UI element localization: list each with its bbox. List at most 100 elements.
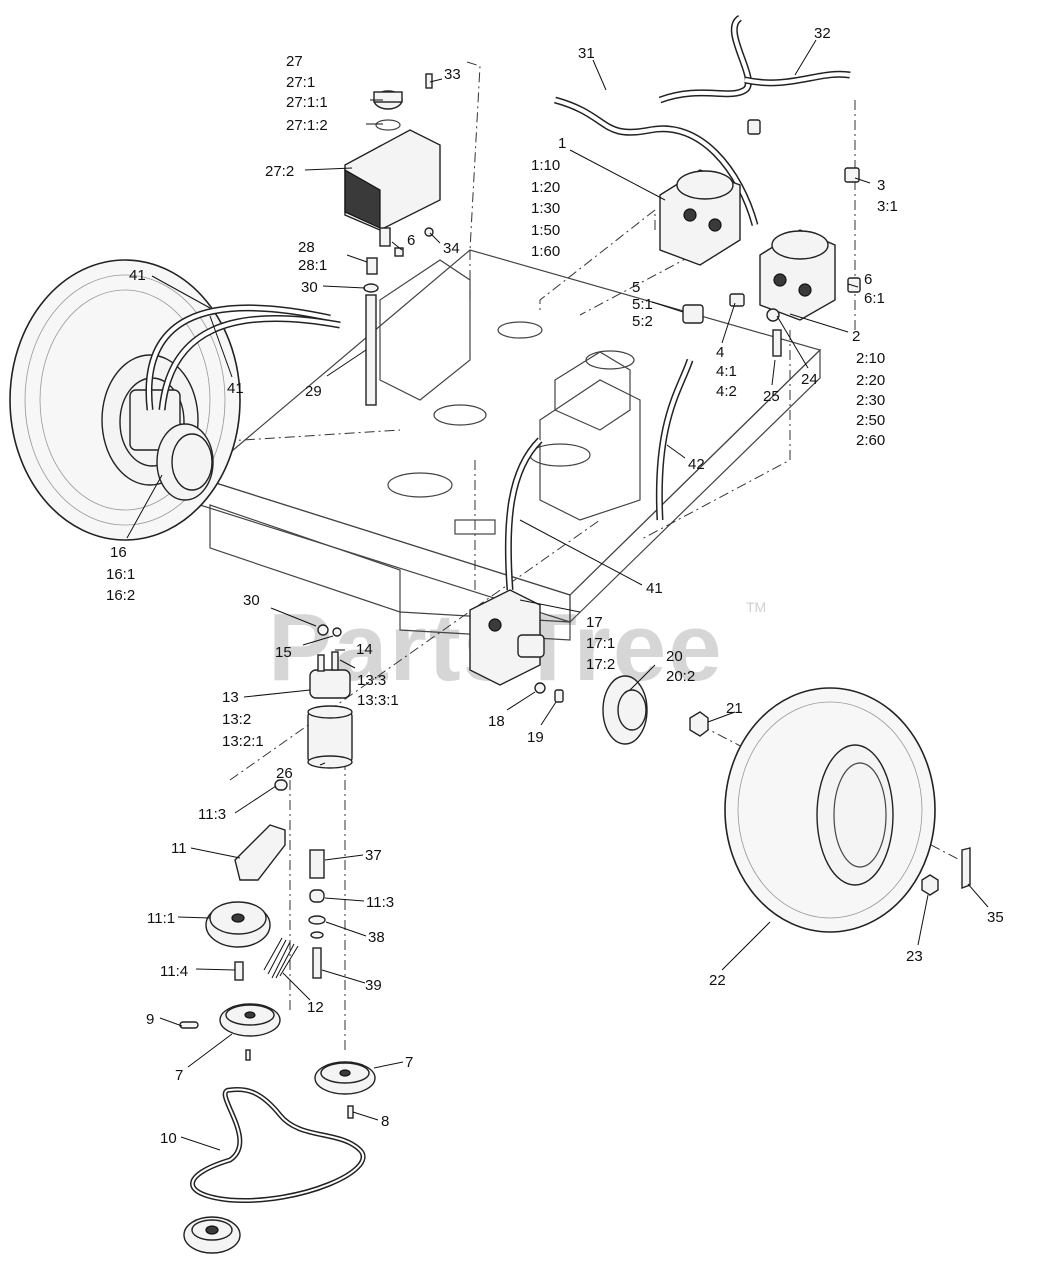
callout-1-60: 1:60 bbox=[531, 243, 560, 260]
callout-27-1: 27:1 bbox=[286, 74, 315, 91]
callout-1: 1 bbox=[558, 135, 566, 152]
callout-5-2: 5:2 bbox=[632, 313, 653, 330]
leader-lines bbox=[126, 39, 989, 1151]
filter-assembly-13 bbox=[309, 624, 351, 699]
bottom-pulley bbox=[183, 1216, 241, 1254]
callout-17-1: 17:1 bbox=[586, 635, 615, 652]
callout-labels: 27 27:1 27:1:1 27:1:2 27:2 33 34 31 32 1… bbox=[106, 25, 1004, 1147]
wheel-motor-16 bbox=[129, 389, 214, 501]
callout-29: 29 bbox=[305, 383, 322, 400]
callout-33: 33 bbox=[444, 66, 461, 83]
callout-35: 35 bbox=[987, 909, 1004, 926]
callout-7a: 7 bbox=[175, 1067, 183, 1084]
lug-nut-21 bbox=[689, 711, 709, 737]
pulley-7-left bbox=[179, 1003, 281, 1037]
callout-2-10: 2:10 bbox=[856, 350, 885, 367]
callout-13-3-1: 13:3:1 bbox=[357, 692, 399, 709]
callout-37: 37 bbox=[365, 847, 382, 864]
callout-2-20: 2:20 bbox=[856, 372, 885, 389]
fittings bbox=[366, 73, 861, 357]
oil-filter-26 bbox=[307, 705, 353, 769]
callout-13-2-1: 13:2:1 bbox=[222, 733, 264, 750]
callout-27-2: 27:2 bbox=[265, 163, 294, 180]
callout-22: 22 bbox=[709, 972, 726, 989]
callout-7b: 7 bbox=[405, 1054, 413, 1071]
callout-11-1: 11:1 bbox=[147, 910, 175, 927]
callout-11-4: 11:4 bbox=[160, 963, 188, 980]
callout-41b: 41 bbox=[227, 380, 244, 397]
callout-3-1: 3:1 bbox=[877, 198, 898, 215]
callout-11-3a: 11:3 bbox=[198, 806, 226, 823]
callout-41a: 41 bbox=[129, 267, 146, 284]
callout-6-1: 6:1 bbox=[864, 290, 885, 307]
callout-28: 28 bbox=[298, 239, 315, 256]
callout-11: 11 bbox=[171, 840, 187, 857]
callout-27-1-1: 27:1:1 bbox=[286, 94, 328, 111]
callout-17-2: 17:2 bbox=[586, 656, 615, 673]
callout-34: 34 bbox=[443, 240, 460, 257]
callout-2: 2 bbox=[852, 328, 860, 345]
callout-16: 16 bbox=[110, 544, 127, 561]
callout-30a: 30 bbox=[301, 279, 318, 296]
idler-arm-11 bbox=[234, 824, 286, 881]
callout-31: 31 bbox=[578, 45, 595, 62]
callout-4-1: 4:1 bbox=[716, 363, 737, 380]
wheel-hub-20 bbox=[602, 675, 648, 745]
callout-5-1: 5:1 bbox=[632, 296, 653, 313]
callout-19: 19 bbox=[527, 729, 544, 746]
callout-14: 14 bbox=[356, 641, 373, 658]
valve-stem-23 bbox=[921, 874, 939, 896]
idler-pulley-11-1 bbox=[205, 901, 271, 948]
callout-13: 13 bbox=[222, 689, 239, 706]
callout-4: 4 bbox=[716, 344, 724, 361]
callout-5: 5 bbox=[632, 279, 640, 296]
hydraulic-tank-27 bbox=[344, 90, 441, 247]
callout-39: 39 bbox=[365, 977, 382, 994]
spring-12 bbox=[263, 937, 299, 979]
callout-2-30: 2:30 bbox=[856, 392, 885, 409]
callout-20-2: 20:2 bbox=[666, 668, 695, 685]
callout-27-1-2: 27:1:2 bbox=[286, 117, 328, 134]
callout-1-50: 1:50 bbox=[531, 222, 560, 239]
callout-24: 24 bbox=[801, 371, 818, 388]
callout-28-1: 28:1 bbox=[298, 257, 327, 274]
hydraulic-pump-2 bbox=[759, 229, 836, 321]
callout-2-50: 2:50 bbox=[856, 412, 885, 429]
callout-3: 3 bbox=[877, 177, 885, 194]
drive-belt-10 bbox=[190, 1086, 366, 1203]
callout-30b: 30 bbox=[243, 592, 260, 609]
valve-cap-35 bbox=[961, 847, 971, 890]
callout-18: 18 bbox=[488, 713, 505, 730]
callout-9: 9 bbox=[146, 1011, 154, 1028]
callout-6a: 6 bbox=[407, 232, 415, 249]
callout-42: 42 bbox=[688, 456, 705, 473]
callout-6b: 6 bbox=[864, 271, 872, 288]
left-rear-tire bbox=[9, 259, 241, 541]
callout-1-20: 1:20 bbox=[531, 179, 560, 196]
pulley-7-right bbox=[314, 1061, 376, 1119]
callout-11-3b: 11:3 bbox=[366, 894, 394, 911]
callout-27: 27 bbox=[286, 53, 303, 70]
callout-17: 17 bbox=[586, 614, 603, 631]
callout-10: 10 bbox=[160, 1130, 177, 1147]
callout-32: 32 bbox=[814, 25, 831, 42]
callout-12: 12 bbox=[307, 999, 324, 1016]
callout-25: 25 bbox=[763, 388, 780, 405]
callout-41c: 41 bbox=[646, 580, 663, 597]
callout-8: 8 bbox=[381, 1113, 389, 1130]
callout-4-2: 4:2 bbox=[716, 383, 737, 400]
callout-1-30: 1:30 bbox=[531, 200, 560, 217]
callout-1-10: 1:10 bbox=[531, 157, 560, 174]
callout-15: 15 bbox=[275, 644, 292, 661]
wheel-motor-17 bbox=[469, 589, 545, 686]
callout-13-3: 13:3 bbox=[357, 672, 386, 689]
standpipe-29 bbox=[363, 283, 379, 406]
callout-23: 23 bbox=[906, 948, 923, 965]
callout-26: 26 bbox=[276, 765, 293, 782]
right-front-tire bbox=[724, 687, 936, 933]
callout-20: 20 bbox=[666, 648, 683, 665]
callout-38: 38 bbox=[368, 929, 385, 946]
callout-16-1: 16:1 bbox=[106, 566, 135, 583]
hoses bbox=[145, 15, 851, 591]
